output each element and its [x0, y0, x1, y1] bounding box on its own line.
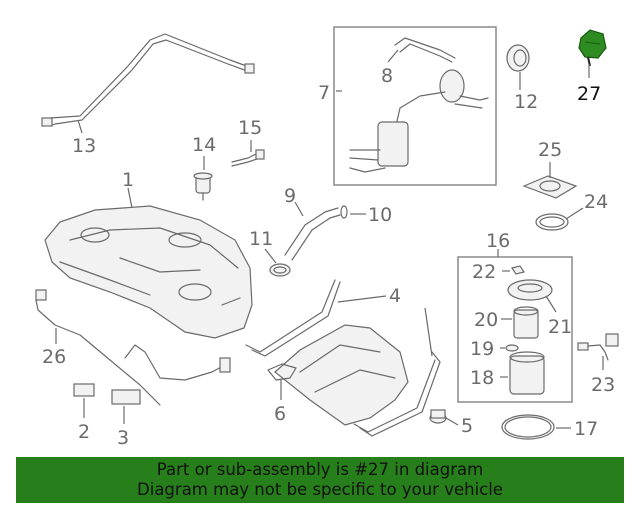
callout-12: 12 [514, 91, 538, 113]
part-10-clamp [340, 205, 348, 219]
callout-4: 4 [389, 285, 401, 307]
callout-13: 13 [72, 135, 96, 157]
part-4-straps [245, 279, 441, 437]
part-18-reservoir [509, 351, 545, 395]
part-14-valve [193, 172, 213, 201]
part-12-filler-cap [506, 44, 530, 72]
leader-lines [55, 49, 604, 429]
callout-19: 19 [470, 338, 494, 360]
part-25-cover [522, 175, 578, 199]
part-23-harness [577, 333, 619, 361]
callout-26: 26 [42, 346, 66, 368]
callout-3: 3 [117, 427, 129, 449]
part-1-fuel-tank [44, 205, 253, 339]
callout-7: 7 [318, 82, 330, 104]
parts-diagram: 1 2 3 4 5 6 7 8 9 10 11 12 13 14 15 16 1… [35, 26, 619, 449]
callout-10: 10 [368, 204, 392, 226]
callout-17: 17 [574, 418, 598, 440]
callout-16: 16 [486, 230, 510, 252]
callout-8: 8 [381, 65, 393, 87]
part-20-pump [513, 306, 539, 339]
callout-24: 24 [584, 191, 608, 213]
callout-1: 1 [122, 169, 134, 191]
banner-line-1: Part or sub-assembly is #27 in diagram [156, 460, 484, 479]
group-7-box [333, 26, 497, 186]
part-21-flange [507, 279, 553, 301]
group-16-box [457, 256, 573, 403]
callout-5: 5 [461, 415, 473, 437]
callout-2: 2 [78, 421, 90, 443]
info-banner: Part or sub-assembly is #27 in diagram D… [16, 457, 624, 503]
callout-20: 20 [474, 309, 498, 331]
part-9-hose [284, 207, 341, 261]
part-11-clamp [269, 263, 291, 277]
callout-18: 18 [470, 367, 494, 389]
part-24-gasket [535, 213, 569, 231]
part-5-grommet [429, 409, 447, 424]
part-17-ring [501, 414, 555, 440]
callout-23: 23 [591, 374, 615, 396]
callout-11: 11 [249, 228, 273, 250]
part-7-filler-neck [349, 37, 489, 173]
part-13-vent-line [41, 33, 255, 127]
callout-27: 27 [577, 83, 601, 105]
part-22-clip [511, 265, 525, 275]
callout-22: 22 [472, 261, 496, 283]
part-3-pad [111, 389, 141, 405]
callout-21: 21 [548, 316, 572, 338]
part-19-filter [505, 344, 519, 352]
callout-25: 25 [538, 139, 562, 161]
part-26-harness [35, 289, 231, 406]
part-27-highlighted [578, 29, 607, 67]
part-2-pad [73, 383, 95, 397]
callout-15: 15 [238, 117, 262, 139]
banner-line-2: Diagram may not be specific to your vehi… [137, 480, 503, 499]
part-15-hose [231, 149, 265, 167]
callout-6: 6 [274, 403, 286, 425]
part-6-heat-shield [267, 324, 409, 426]
callout-labels: 1 2 3 4 5 6 7 8 9 10 11 12 13 14 15 16 1… [42, 65, 615, 449]
callout-9: 9 [284, 185, 296, 207]
callout-14: 14 [192, 134, 216, 156]
